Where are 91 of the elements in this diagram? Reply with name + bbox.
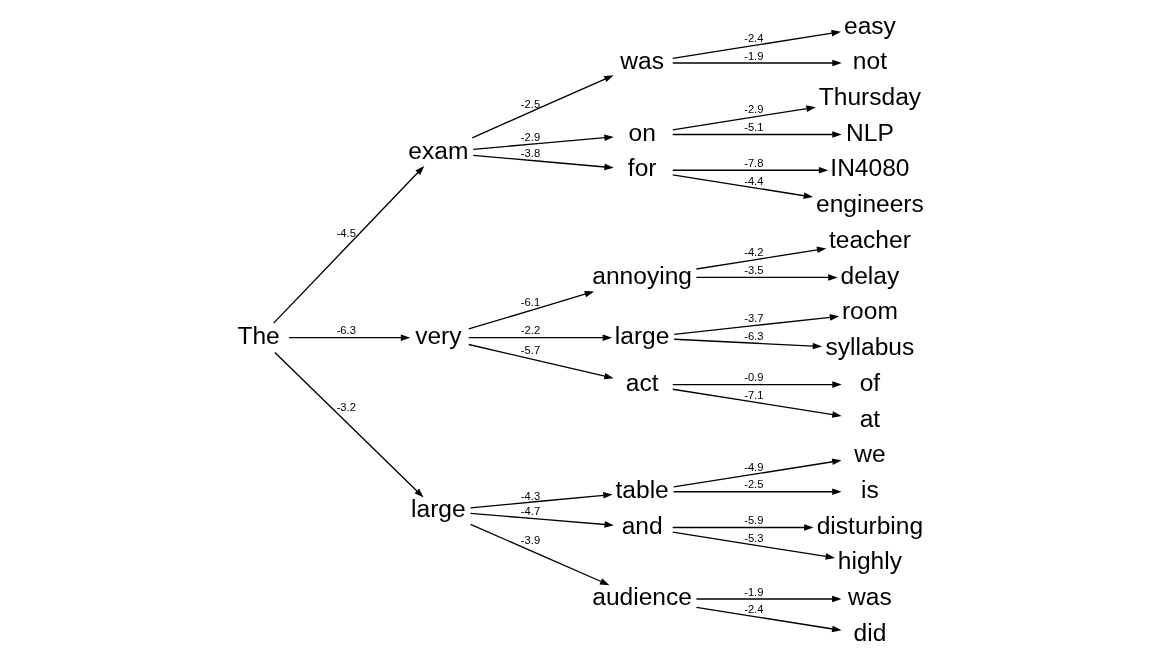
node-text: highly bbox=[837, 547, 902, 575]
node-text: was bbox=[847, 583, 892, 611]
node-text: The bbox=[236, 321, 280, 349]
node-text: exam bbox=[407, 136, 468, 164]
node-text: disturbing bbox=[816, 511, 923, 539]
edge-label: -1.9 bbox=[743, 49, 763, 62]
edge-label: -5.9 bbox=[743, 514, 763, 527]
arrow bbox=[469, 523, 609, 586]
edge-label: -4.4 bbox=[743, 174, 763, 187]
arrow bbox=[671, 174, 813, 199]
arrow bbox=[469, 492, 613, 509]
arrow bbox=[671, 524, 814, 531]
node-text: annoying bbox=[591, 261, 692, 289]
node-text: audience bbox=[591, 583, 692, 611]
arrow bbox=[671, 166, 828, 174]
edge-label: -4.9 bbox=[743, 460, 763, 473]
arrow bbox=[672, 338, 822, 350]
node-text: for bbox=[627, 154, 656, 182]
node-text: room bbox=[841, 297, 898, 325]
node-text: not bbox=[852, 47, 887, 75]
node-text: large bbox=[410, 495, 466, 523]
arrow bbox=[287, 334, 410, 341]
edge-label: -6.3 bbox=[336, 324, 356, 337]
node-text: of bbox=[859, 368, 880, 396]
edge-label: -3.9 bbox=[520, 534, 540, 547]
edge-label: -2.5 bbox=[743, 478, 763, 491]
arrow bbox=[272, 165, 424, 324]
arrow bbox=[672, 314, 839, 335]
edge-label: -3.2 bbox=[336, 401, 356, 414]
node-text: easy bbox=[843, 11, 896, 39]
node-text: is bbox=[860, 476, 879, 504]
arrow bbox=[467, 290, 594, 330]
node-text: act bbox=[625, 368, 659, 396]
arrow bbox=[671, 531, 835, 560]
arrow bbox=[469, 512, 614, 528]
edge-label: -2.4 bbox=[743, 603, 763, 616]
arrow bbox=[472, 154, 614, 171]
edge-label: -2.9 bbox=[520, 131, 540, 144]
arrow bbox=[672, 488, 842, 496]
node-text: and bbox=[621, 511, 663, 539]
arrow bbox=[472, 134, 614, 151]
edge-label: -5.3 bbox=[743, 532, 763, 545]
edge-label: -6.1 bbox=[520, 296, 540, 309]
node-text: large bbox=[614, 321, 669, 349]
node-text: did bbox=[853, 618, 886, 646]
edge-label: -1.9 bbox=[743, 585, 763, 598]
arrow bbox=[671, 59, 842, 67]
arrow bbox=[671, 131, 842, 138]
edge-label: -4.5 bbox=[336, 227, 356, 240]
arrow bbox=[671, 381, 842, 388]
edge-label: -7.8 bbox=[743, 156, 763, 169]
arrow bbox=[273, 351, 424, 498]
edge-label: -2.9 bbox=[743, 103, 763, 116]
node-text: on bbox=[627, 118, 656, 146]
edge-label: -7.1 bbox=[743, 389, 763, 402]
edge-label: -5.7 bbox=[520, 344, 540, 357]
edge-label: -3.8 bbox=[520, 146, 540, 159]
node-text: very bbox=[414, 321, 462, 349]
arrow bbox=[672, 458, 842, 488]
node-text: was bbox=[619, 47, 664, 75]
arrow bbox=[671, 29, 841, 60]
node-text: table bbox=[615, 476, 669, 504]
node-text: delay bbox=[840, 261, 899, 289]
arrow bbox=[695, 606, 841, 633]
edge-label: -6.3 bbox=[743, 329, 763, 342]
arrow bbox=[467, 334, 612, 341]
arrow bbox=[695, 274, 838, 281]
node-text: we bbox=[853, 440, 886, 468]
arrow bbox=[671, 388, 842, 418]
node-text: teacher bbox=[828, 225, 911, 253]
edge-label: -3.7 bbox=[743, 312, 763, 325]
arrow bbox=[671, 105, 816, 131]
arrow bbox=[695, 595, 841, 603]
node-text: IN4080 bbox=[829, 154, 909, 182]
node-text: Thursday bbox=[818, 83, 921, 111]
edge-label: -3.5 bbox=[743, 264, 763, 277]
edge-label: -0.9 bbox=[743, 371, 763, 384]
edge-label: -2.4 bbox=[743, 31, 763, 44]
edge-label: -4.7 bbox=[520, 505, 540, 518]
edge-label: -5.1 bbox=[743, 121, 763, 134]
edge-label: -2.5 bbox=[520, 97, 540, 110]
arrow bbox=[471, 75, 614, 139]
node-text: engineers bbox=[815, 190, 924, 218]
node-text: NLP bbox=[845, 118, 894, 146]
arrow bbox=[467, 343, 614, 380]
edge-label: -2.2 bbox=[520, 324, 540, 337]
node-text: at bbox=[859, 404, 880, 432]
edge-label: -4.2 bbox=[743, 246, 763, 259]
arrow bbox=[695, 246, 826, 270]
node-text: syllabus bbox=[825, 333, 914, 361]
edge-label: -4.3 bbox=[520, 489, 540, 502]
